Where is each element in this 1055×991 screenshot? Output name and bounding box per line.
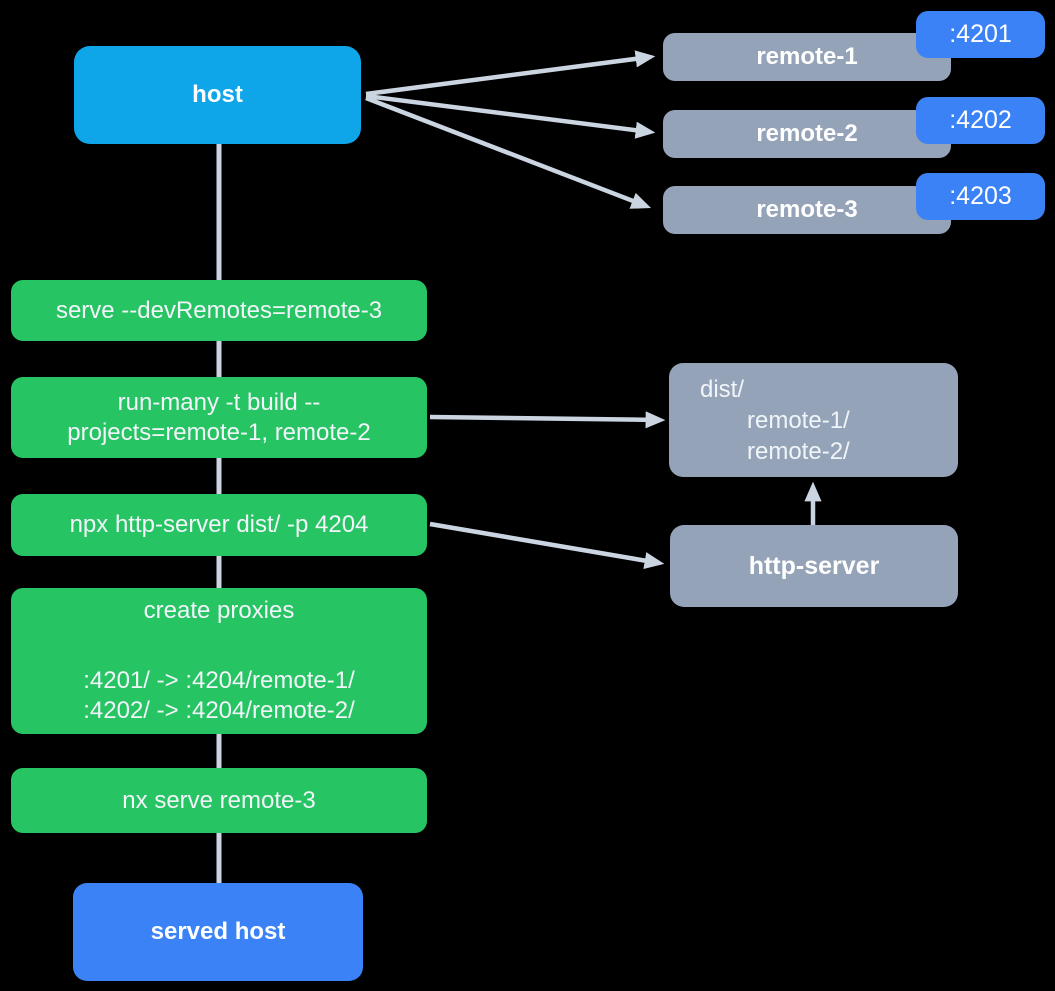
port-badge-4201: :4201 <box>916 11 1045 58</box>
step-serve-dev-remotes: serve --devRemotes=remote-3 <box>11 280 427 341</box>
remote-1-label: remote-1 <box>756 43 858 70</box>
port-4202-label: :4202 <box>949 106 1012 134</box>
remote-2-label: remote-2 <box>756 120 858 147</box>
dist-folder-line-remote-2: remote-2/ <box>747 437 850 465</box>
served-host-node: served host <box>73 883 363 981</box>
step-run-many-build: run-many -t build -- projects=remote-1, … <box>11 377 427 458</box>
port-badge-4203: :4203 <box>916 173 1045 220</box>
arrow-host-to-remote-1 <box>365 50 656 97</box>
remote-2-node: remote-2 <box>663 110 951 158</box>
host-label: host <box>192 81 243 108</box>
remote-1-node: remote-1 <box>663 33 951 81</box>
http-server-node: http-server <box>670 525 958 607</box>
step-nx-serve-remote-3: nx serve remote-3 <box>11 768 427 833</box>
step-create-proxies: create proxies :4201/ -> :4204/remote-1/… <box>11 588 427 734</box>
arrow-host-to-remote-3 <box>365 95 652 209</box>
step-npx-http-server-text: npx http-server dist/ -p 4204 <box>69 511 369 538</box>
dist-folder-node: dist/ remote-1/ remote-2/ <box>669 363 958 477</box>
arrow-build-to-dist <box>429 411 666 429</box>
remote-3-label: remote-3 <box>756 196 858 223</box>
step-create-proxies-line-1: :4201/ -> :4204/remote-1/ <box>83 667 355 694</box>
port-4203-label: :4203 <box>949 182 1012 210</box>
dist-folder-line-remote-1: remote-1/ <box>747 406 850 434</box>
remote-3-node: remote-3 <box>663 186 951 234</box>
port-4201-label: :4201 <box>949 20 1012 48</box>
step-npx-http-server: npx http-server dist/ -p 4204 <box>11 494 427 556</box>
step-serve-dev-remotes-text: serve --devRemotes=remote-3 <box>55 296 383 324</box>
http-server-label: http-server <box>748 551 880 580</box>
arrow-serve-cmd-to-http-server <box>429 521 665 570</box>
served-host-label: served host <box>150 918 286 945</box>
step-nx-serve-remote-3-text: nx serve remote-3 <box>122 786 316 814</box>
dist-folder-line-root: dist/ <box>700 375 745 403</box>
step-create-proxies-title: create proxies <box>143 597 295 624</box>
step-create-proxies-line-2: :4202/ -> :4204/remote-2/ <box>83 697 355 724</box>
step-run-many-build-line-1: run-many -t build -- <box>117 388 321 416</box>
arrow-host-to-remote-2 <box>365 93 656 139</box>
port-badge-4202: :4202 <box>916 97 1045 144</box>
step-run-many-build-line-2: projects=remote-1, remote-2 <box>67 418 371 446</box>
host-node: host <box>74 46 361 144</box>
